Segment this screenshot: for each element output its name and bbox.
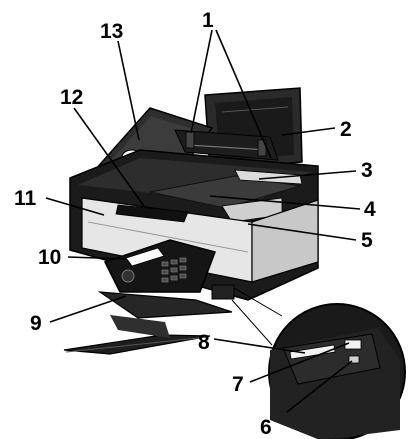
- leader-7: [249, 342, 350, 383]
- callout-numbers: 1 2 3 4 5 6 7 8 9 10 11 12 13: [14, 9, 376, 439]
- leader-10: [67, 256, 127, 260]
- paper-guides: [174, 129, 279, 161]
- port-upper: [344, 339, 362, 350]
- memory-card-area: [211, 284, 235, 300]
- leader-4: [209, 195, 361, 210]
- callout-5: 5: [361, 229, 373, 252]
- callout-7: 7: [232, 373, 244, 396]
- leader-8: [213, 338, 306, 354]
- leader-1a: [190, 29, 213, 134]
- leader-1b: [215, 29, 272, 159]
- leader-lines: [45, 29, 361, 413]
- callout-1: 1: [202, 9, 214, 32]
- callout-13: 13: [100, 20, 123, 43]
- leader-13: [117, 40, 140, 141]
- callout-2: 2: [340, 118, 352, 141]
- leader-5: [247, 223, 357, 241]
- port-lower: [348, 355, 360, 364]
- leader-6: [286, 360, 353, 413]
- callout-6: 6: [260, 416, 272, 439]
- leader-3: [258, 170, 357, 180]
- callout-4: 4: [364, 198, 376, 221]
- leader-12: [73, 107, 145, 207]
- paper-exit-tray: [63, 291, 233, 355]
- card-slot: [289, 344, 336, 360]
- leader-11: [45, 197, 105, 216]
- ports-magnified-inset: [231, 287, 406, 439]
- callout-11: 11: [14, 187, 37, 210]
- callout-10: 10: [38, 246, 61, 269]
- callout-9: 9: [30, 312, 42, 335]
- callout-3: 3: [361, 159, 373, 182]
- leader-2: [281, 127, 336, 136]
- callout-8: 8: [198, 331, 210, 354]
- leader-9: [49, 295, 127, 323]
- control-panel: [103, 239, 216, 293]
- printer-illustration: [63, 87, 406, 439]
- callout-12: 12: [60, 86, 83, 109]
